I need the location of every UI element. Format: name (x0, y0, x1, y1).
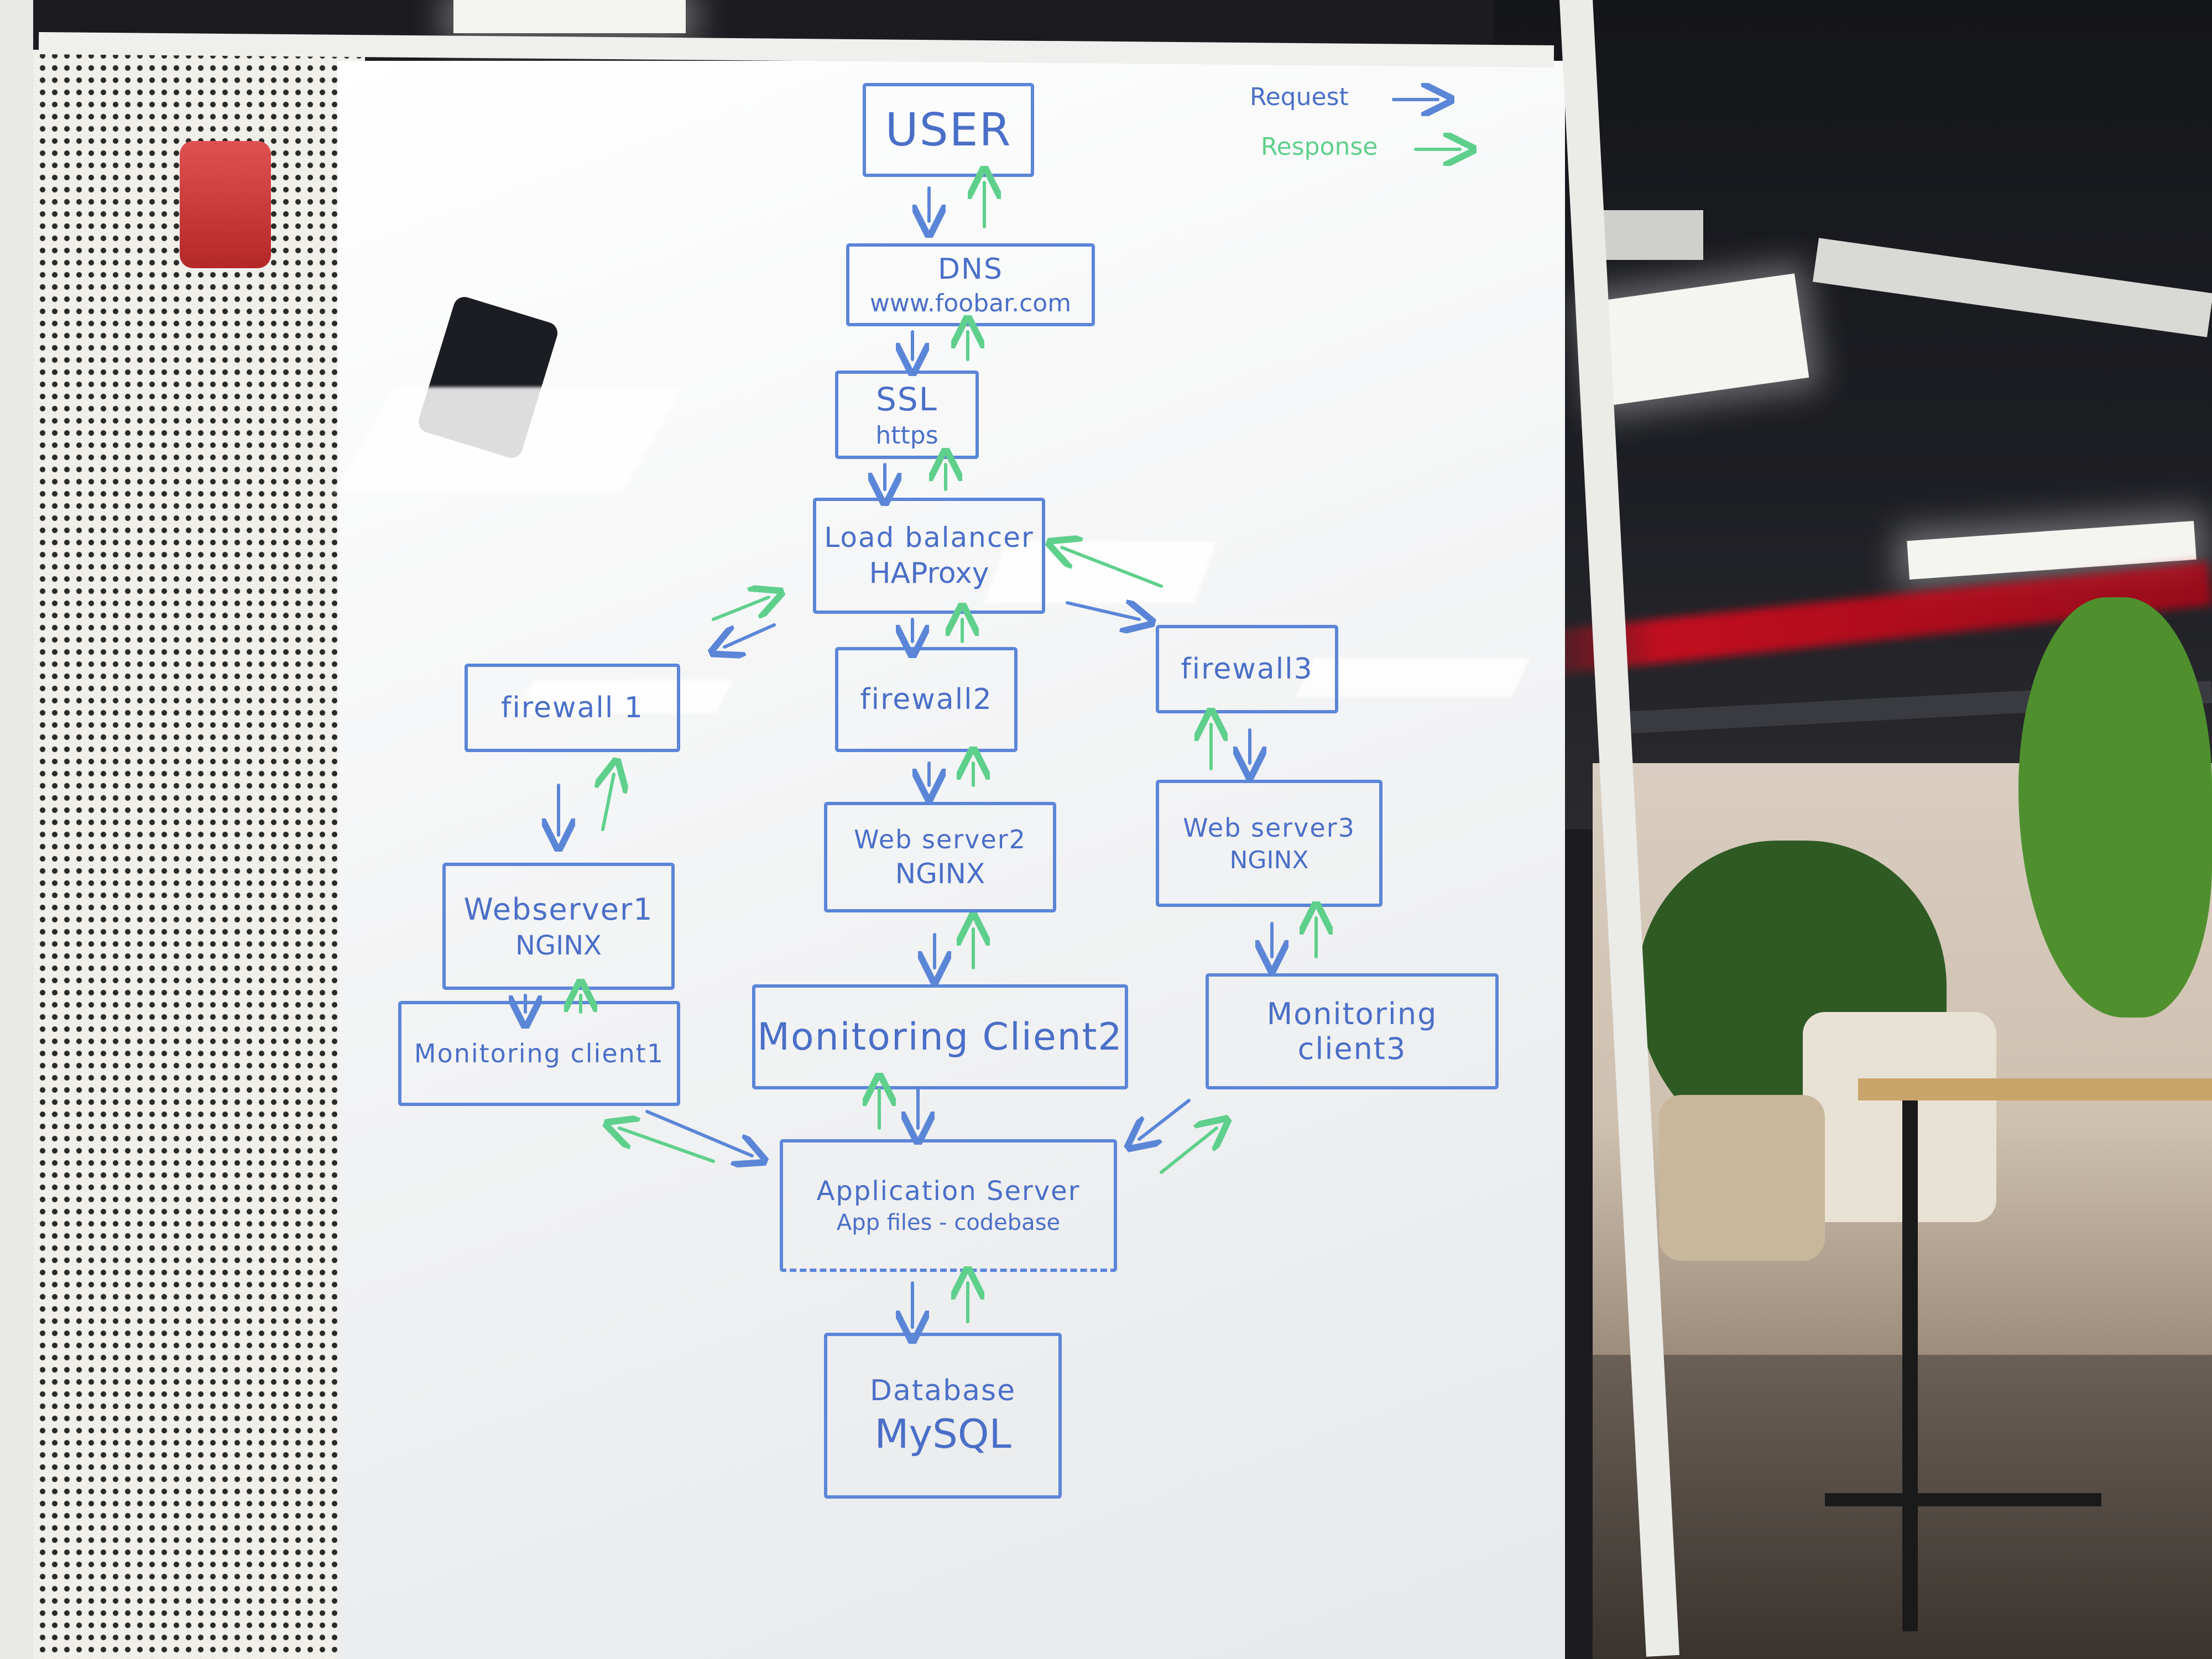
request-arrow (1066, 603, 1139, 619)
response-arrow (619, 1128, 715, 1163)
pegboard-panel (0, 50, 365, 1659)
node-monitoring-client-3-title: Monitoring client3 (1266, 997, 1438, 1066)
node-firewall-1: firewall 1 (465, 664, 680, 752)
node-webserver-3-subtitle: NGINX (1229, 846, 1309, 874)
node-application-server: Application Server App files - codebase (780, 1139, 1117, 1272)
office-chair (1803, 1012, 1996, 1222)
node-firewall-3-title: firewall3 (1181, 653, 1313, 686)
node-dns-title: DNS (938, 252, 1003, 286)
node-database: Database MySQL (824, 1333, 1062, 1499)
node-monitoring-client-2: Monitoring Client2 (752, 984, 1128, 1089)
node-webserver-3: Web server3 NGINX (1156, 780, 1383, 907)
node-webserver-3-title: Web server3 (1183, 812, 1355, 843)
node-webserver-2: Web server2 NGINX (824, 802, 1056, 912)
ceiling-duct (1593, 210, 1703, 260)
node-database-title: Database (869, 1374, 1016, 1407)
node-firewall-3: firewall3 (1156, 625, 1338, 713)
node-firewall-2-title: firewall2 (860, 683, 993, 716)
table-leg (1902, 1100, 1918, 1631)
frame-pole-left (0, 0, 33, 1659)
node-firewall-1-title: firewall 1 (501, 691, 644, 724)
response-arrow (603, 774, 614, 831)
node-monitoring-client-3: Monitoring client3 (1206, 973, 1499, 1089)
request-arrow (1139, 1099, 1191, 1139)
plant (2018, 597, 2212, 1018)
legend-response-label: Response (1261, 133, 1378, 161)
request-arrow (724, 623, 776, 647)
node-firewall-2: firewall2 (835, 647, 1018, 752)
node-ssl-subtitle: https (875, 421, 938, 450)
node-dns-subtitle: www.foobar.com (869, 289, 1072, 317)
node-monitoring-client-2-title: Monitoring Client2 (757, 1015, 1123, 1059)
response-arrow (1062, 547, 1163, 588)
node-application-server-title: Application Server (816, 1176, 1081, 1207)
node-monitoring-client-1-title: Monitoring client1 (414, 1039, 665, 1068)
node-load-balancer-subtitle: HAProxy (869, 557, 989, 590)
node-database-subtitle: MySQL (874, 1411, 1011, 1457)
red-eraser (180, 141, 271, 268)
node-webserver-2-subtitle: NGINX (895, 858, 985, 890)
node-webserver-1: Webserver1 NGINX (442, 863, 675, 990)
node-webserver-1-title: Webserver1 (463, 891, 654, 927)
node-ssl-title: SSL (876, 380, 938, 418)
request-arrow (645, 1110, 752, 1156)
legend-request-label: Request (1250, 83, 1349, 111)
node-user-title: USER (885, 103, 1012, 156)
response-arrow (712, 597, 769, 621)
office-chair (1659, 1095, 1825, 1261)
response-arrow (1160, 1128, 1217, 1174)
node-load-balancer: Load balancer HAProxy (813, 498, 1045, 614)
node-user: USER (863, 83, 1034, 177)
chair-base (1825, 1493, 2101, 1506)
node-application-server-subtitle: App files - codebase (836, 1210, 1061, 1235)
node-webserver-2-title: Web server2 (854, 825, 1026, 854)
node-webserver-1-subtitle: NGINX (515, 930, 602, 961)
ceiling-light (453, 0, 686, 33)
node-load-balancer-title: Load balancer (824, 521, 1034, 554)
table (1858, 1078, 2212, 1100)
node-dns: DNS www.foobar.com (846, 243, 1095, 326)
